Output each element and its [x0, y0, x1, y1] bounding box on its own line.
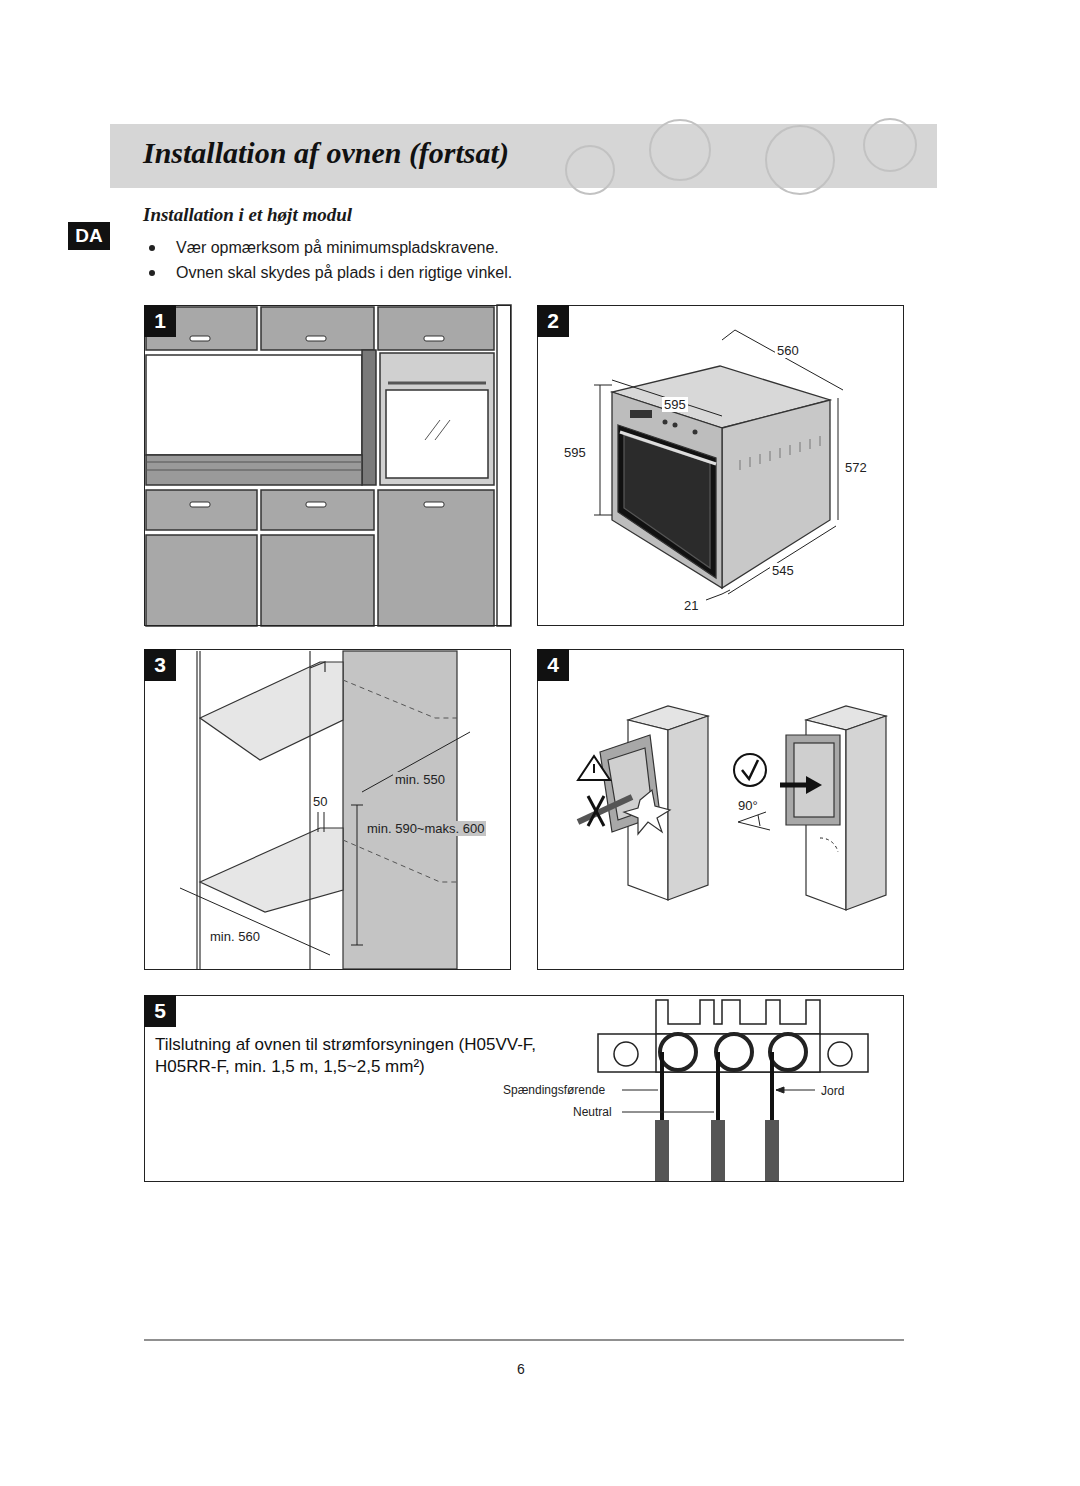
section-heading: Installation i et højt modul [143, 204, 352, 226]
dimension: min. 590~maks. 600 [365, 821, 486, 836]
page-title: Installation af ovnen (fortsat) [143, 136, 509, 170]
callout-number: 2 [537, 305, 569, 337]
angle: 90° [736, 798, 760, 813]
callout-number: 5 [144, 995, 176, 1027]
wire-label: Spændingsførende [501, 1083, 607, 1098]
dimension: 545 [770, 563, 796, 578]
dimension: min. 560 [208, 929, 262, 944]
dimension: min. 550 [393, 772, 447, 787]
dimension: 595 [662, 397, 688, 412]
figure-panel: 1 [144, 305, 511, 626]
dimension: 50 [311, 794, 329, 809]
bullet-text: Vær opmærksom på minimumspladskravene. [176, 239, 499, 257]
dimension: 21 [682, 598, 700, 613]
page-number: 6 [517, 1361, 525, 1377]
callout-number: 3 [144, 649, 176, 681]
language-code: DA [68, 222, 110, 250]
dimension: 572 [843, 460, 869, 475]
bullet-text: Ovnen skal skydes på plads i den rigtige… [176, 264, 512, 282]
figure-panel: 3 [144, 649, 511, 970]
callout-number: 4 [537, 649, 569, 681]
callout-number: 1 [144, 305, 176, 337]
language-tag: DA [68, 222, 110, 250]
dimension: 560 [775, 343, 801, 358]
wire-label: Neutral [571, 1105, 614, 1120]
dimension: 595 [562, 445, 588, 460]
wire-label: Jord [819, 1084, 846, 1099]
figure-panel: 4 [537, 649, 904, 970]
panel-caption: Tilslutning af ovnen til strømforsyninge… [155, 1034, 555, 1078]
